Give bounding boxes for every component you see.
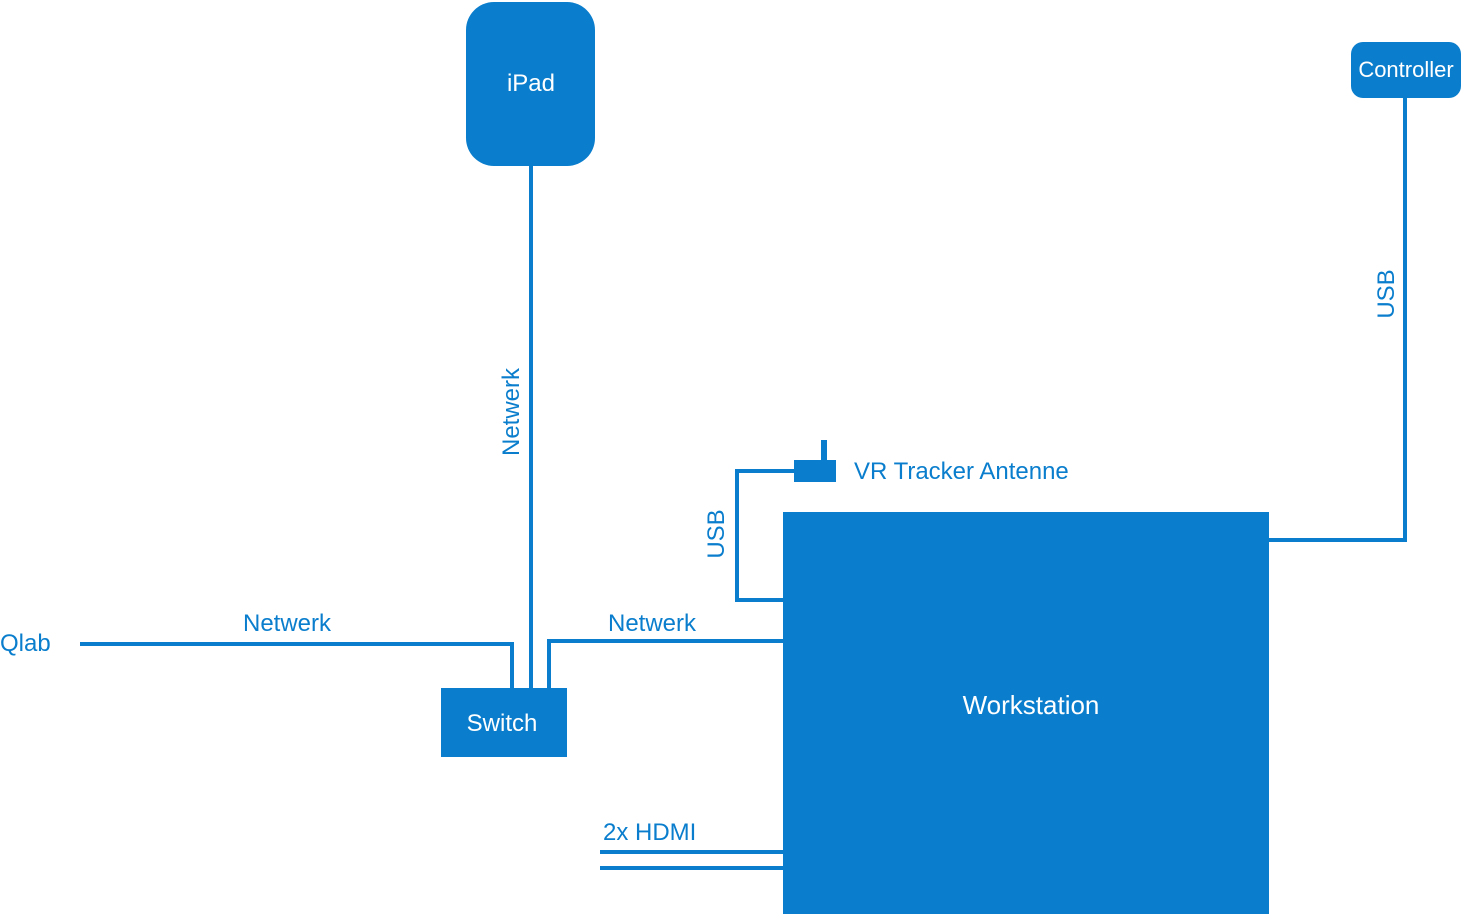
switch-node[interactable]: Switch [441,688,567,757]
workstation-node[interactable]: Workstation [783,512,1269,914]
hdmi-label: 2x HDMI [603,819,696,846]
wire-switch-workstation [547,639,785,690]
switch-label: Switch [467,710,538,737]
wire-workstation-controller [1268,98,1407,542]
netwerk-ipad-label: Netwerk [498,367,525,456]
antenna-icon [794,440,836,482]
workstation-label: Workstation [963,690,1100,720]
controller-label: Controller [1358,57,1453,82]
wire-workstation-antenna [735,469,796,602]
wire-qlab-switch [80,642,514,690]
netwerk-qlab-label: Netwerk [243,610,332,637]
labels: Qlab Netwerk Netwerk Netwerk USB USB VR … [0,269,1400,846]
usb-antenna-label: USB [703,509,730,558]
ipad-label: iPad [507,70,555,97]
wires [80,98,1407,870]
ipad-node[interactable]: iPad [466,2,595,166]
qlab-label: Qlab [0,630,51,657]
netwerk-workstation-label: Netwerk [608,610,697,637]
usb-controller-label: USB [1373,269,1400,318]
controller-node[interactable]: Controller [1351,42,1461,98]
vr-antenna-label: VR Tracker Antenne [854,458,1069,485]
